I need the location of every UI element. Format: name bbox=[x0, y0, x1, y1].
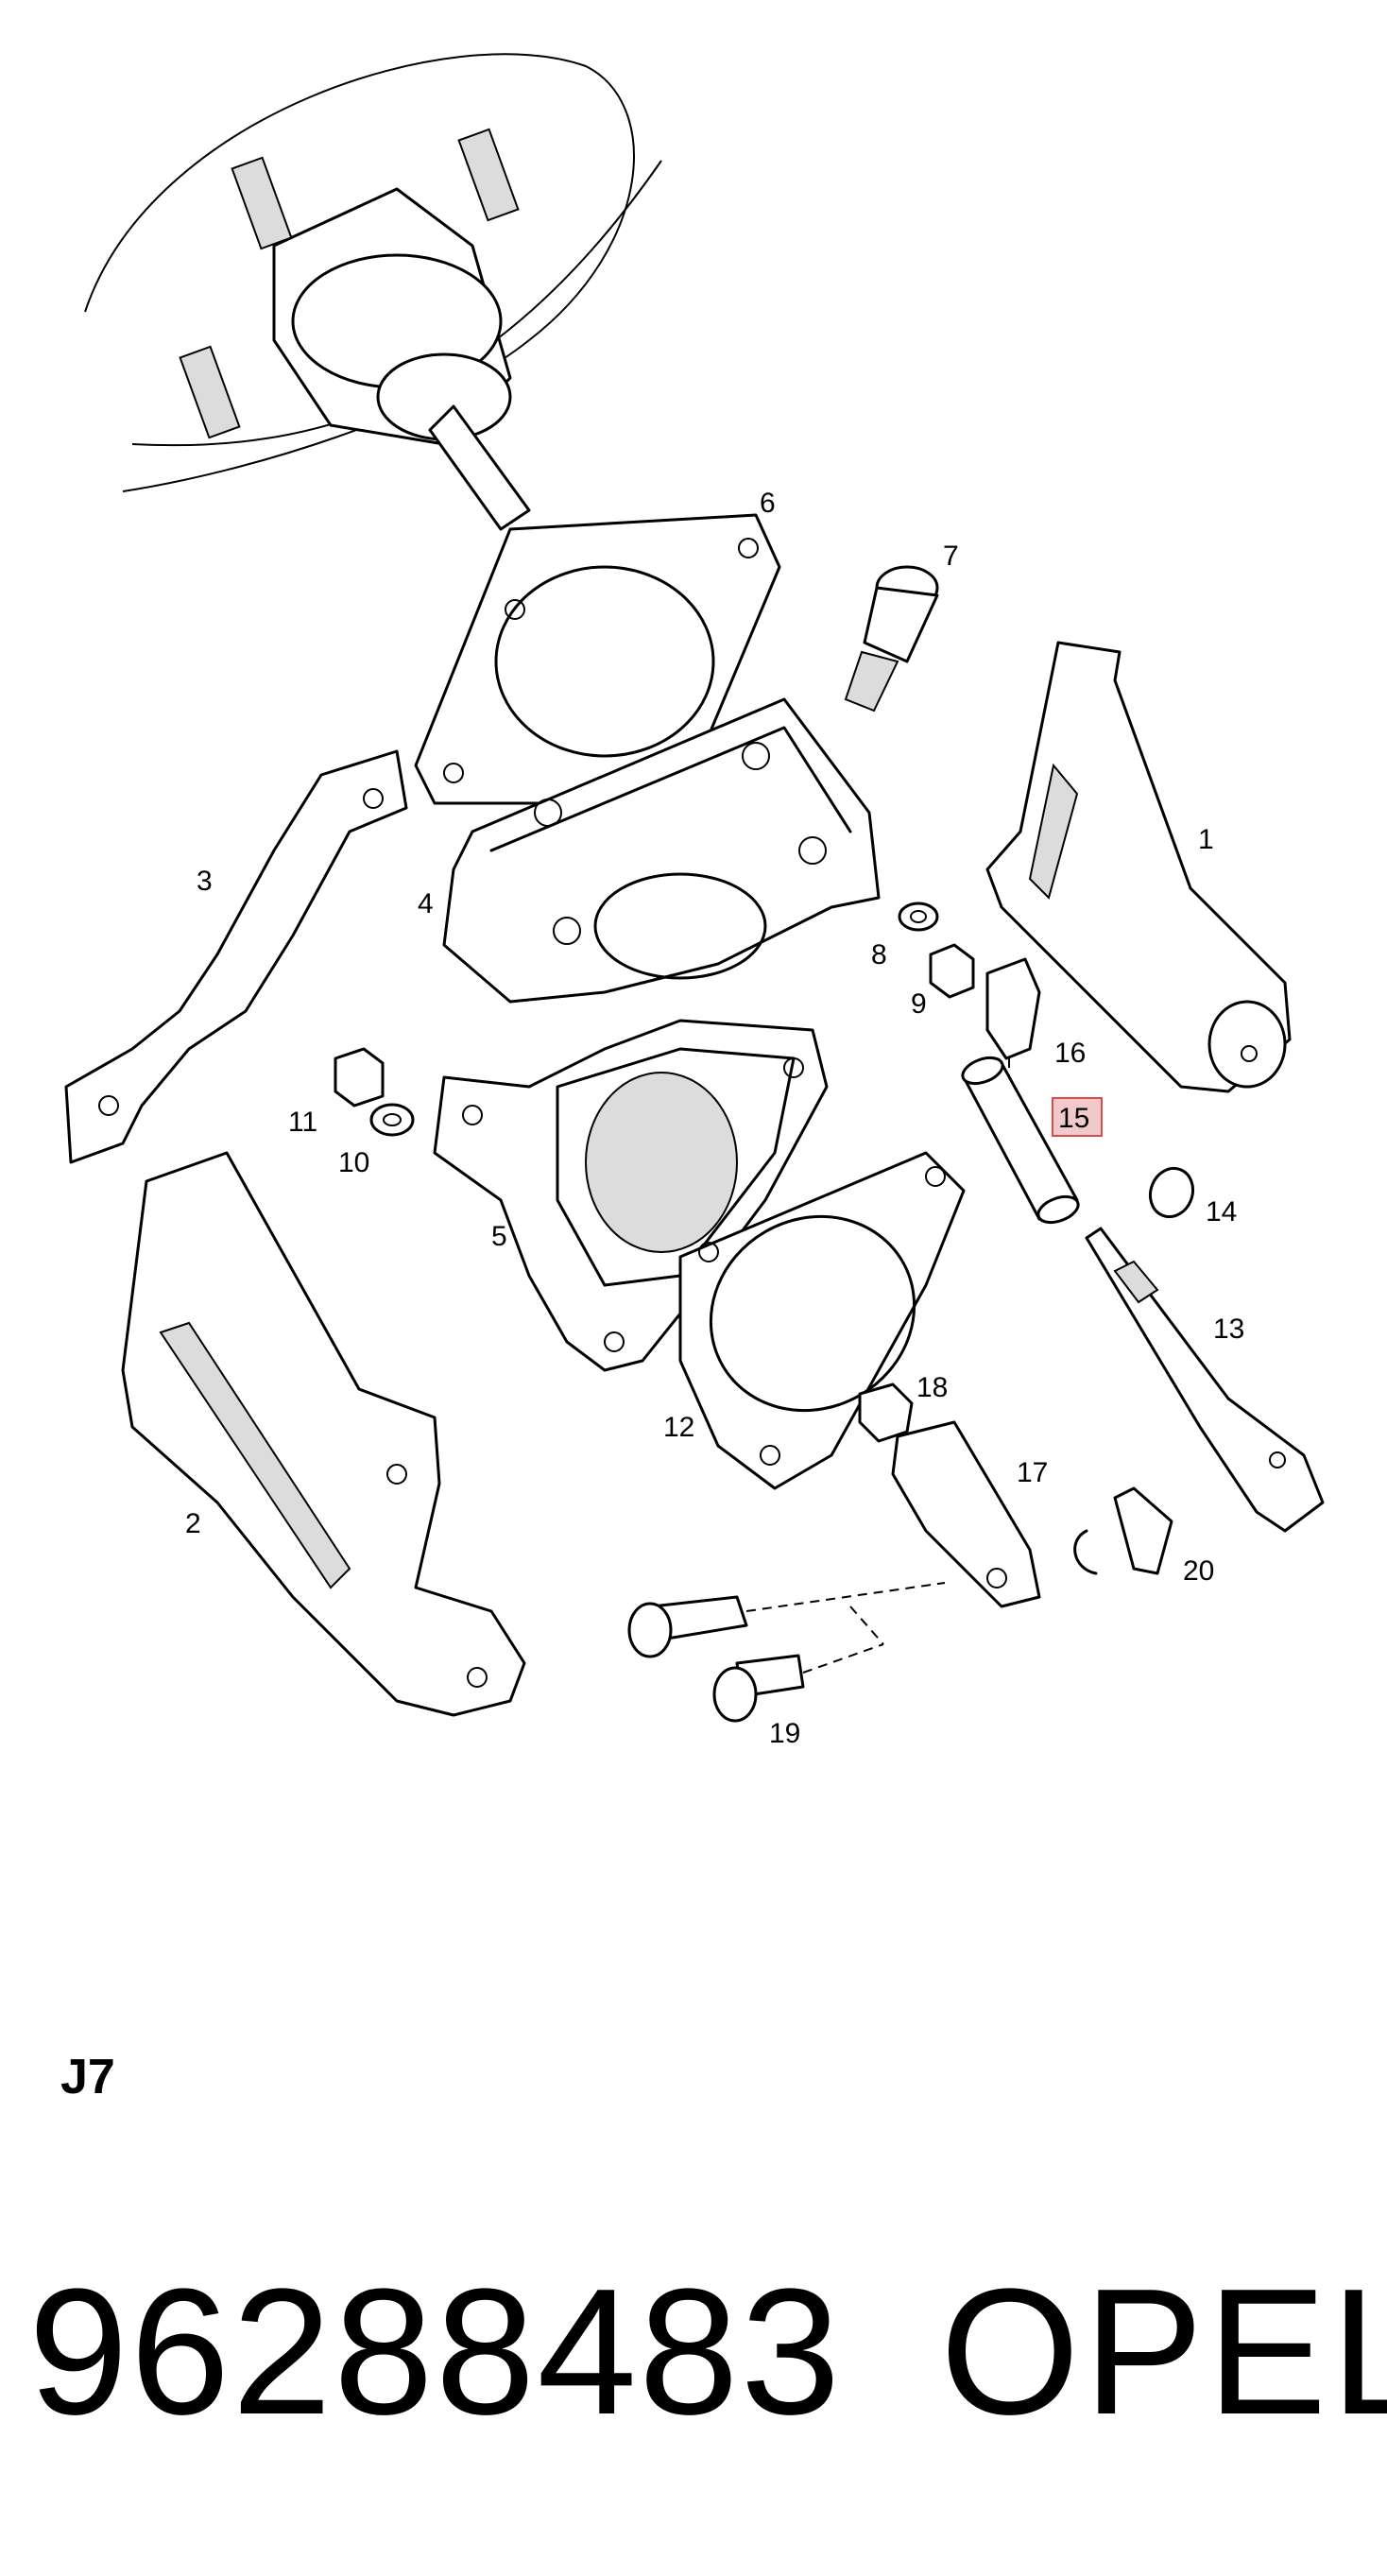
callout-11: 11 bbox=[288, 1107, 317, 1138]
callout-2: 2 bbox=[185, 1508, 201, 1539]
callout-20: 20 bbox=[1183, 1555, 1214, 1587]
callout-8: 8 bbox=[871, 939, 887, 970]
part-17-clevis bbox=[891, 1420, 1041, 1608]
callout-18: 18 bbox=[916, 1372, 948, 1403]
page-code: J7 bbox=[60, 2050, 115, 2104]
callout-5: 5 bbox=[491, 1221, 507, 1252]
wheel-hub-drawing bbox=[84, 53, 662, 531]
callout-6: 6 bbox=[760, 488, 776, 519]
part-16-clip bbox=[985, 957, 1041, 1106]
callout-4: 4 bbox=[418, 888, 434, 919]
part-number: 96288483 bbox=[28, 2252, 843, 2452]
callout-17: 17 bbox=[1017, 1457, 1048, 1488]
part-10-washer bbox=[369, 1103, 415, 1137]
part-20-clip bbox=[1073, 1486, 1173, 1575]
part-4-bracket bbox=[442, 697, 881, 1004]
callout-labels: 1 2 3 4 5 6 7 8 9 10 11 12 13 14 15 16 1… bbox=[185, 488, 1244, 1749]
callout-9: 9 bbox=[911, 988, 927, 1020]
part-9-nut bbox=[929, 943, 975, 999]
callout-14: 14 bbox=[1206, 1196, 1237, 1228]
exploded-parts-diagram: 1 2 3 4 5 6 7 8 9 10 11 12 13 14 15 16 1… bbox=[64, 53, 1325, 1749]
callout-10: 10 bbox=[338, 1147, 369, 1178]
callout-15-highlight bbox=[1052, 1097, 1103, 1137]
callout-19: 19 bbox=[769, 1718, 800, 1749]
part-5-flange-housing bbox=[433, 1019, 829, 1372]
part-19-pins bbox=[627, 1582, 946, 1723]
callout-1: 1 bbox=[1198, 824, 1214, 855]
part-13-shift-rod bbox=[1085, 1227, 1325, 1533]
part-1-support-arm bbox=[985, 641, 1292, 1093]
callout-16: 16 bbox=[1054, 1038, 1086, 1069]
callout-12: 12 bbox=[663, 1412, 694, 1443]
part-3-bracket-strip bbox=[64, 749, 408, 1164]
brand-name: OPEL bbox=[940, 2252, 1387, 2452]
callout-3: 3 bbox=[197, 866, 213, 897]
part-2-support-arm bbox=[121, 1151, 526, 1717]
part-6-gasket bbox=[414, 513, 781, 805]
part-18-nut bbox=[858, 1382, 914, 1443]
callout-15: 15 bbox=[1058, 1103, 1089, 1134]
callout-13: 13 bbox=[1213, 1314, 1244, 1345]
part-15-sleeve bbox=[961, 1056, 1080, 1225]
part-14-o-ring bbox=[1148, 1166, 1195, 1219]
part-7-bolt bbox=[844, 565, 939, 713]
part-11-nut bbox=[334, 1047, 385, 1108]
callout-7: 7 bbox=[943, 541, 959, 572]
part-8-washer bbox=[898, 902, 939, 932]
